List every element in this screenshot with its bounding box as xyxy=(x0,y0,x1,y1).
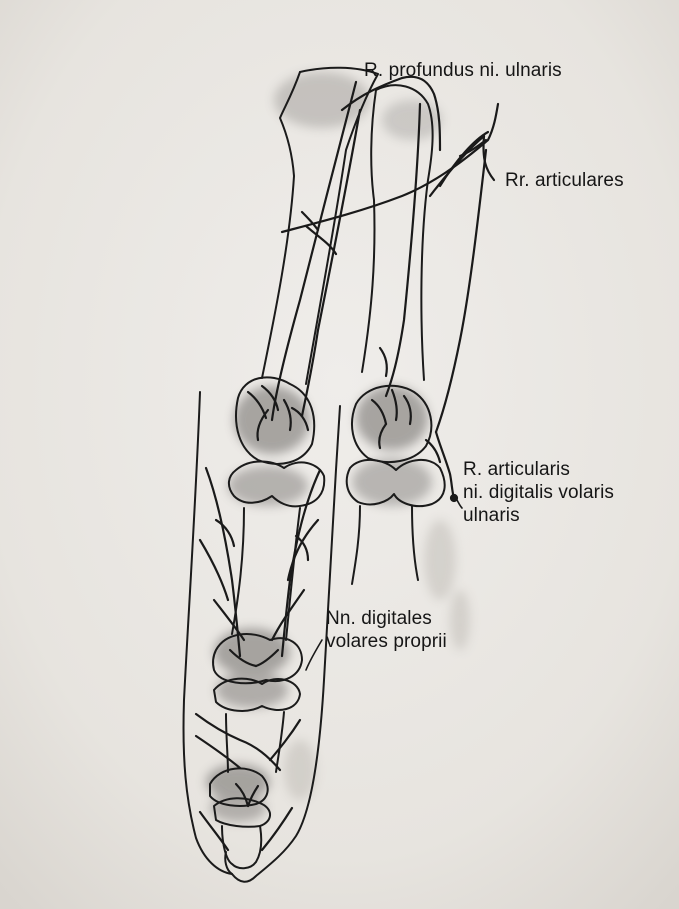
label-r-profundus: R. profundus ni. ulnaris xyxy=(364,59,562,82)
label-text: R. profundus ni. ulnaris xyxy=(364,59,562,82)
label-line: volares proprii xyxy=(326,630,447,653)
label-line: ulnaris xyxy=(463,504,614,527)
label-line: ni. digitalis volaris xyxy=(463,481,614,504)
label-line: R. articularis xyxy=(463,458,614,481)
label-line: Nn. digitales xyxy=(326,607,447,630)
label-text: Rr. articulares xyxy=(505,169,624,192)
label-r-articularis: R. articularis ni. digitalis volaris uln… xyxy=(463,458,614,527)
label-nn-digitales: Nn. digitales volares proprii xyxy=(326,607,447,653)
label-rr-articulares: Rr. articulares xyxy=(505,169,624,192)
